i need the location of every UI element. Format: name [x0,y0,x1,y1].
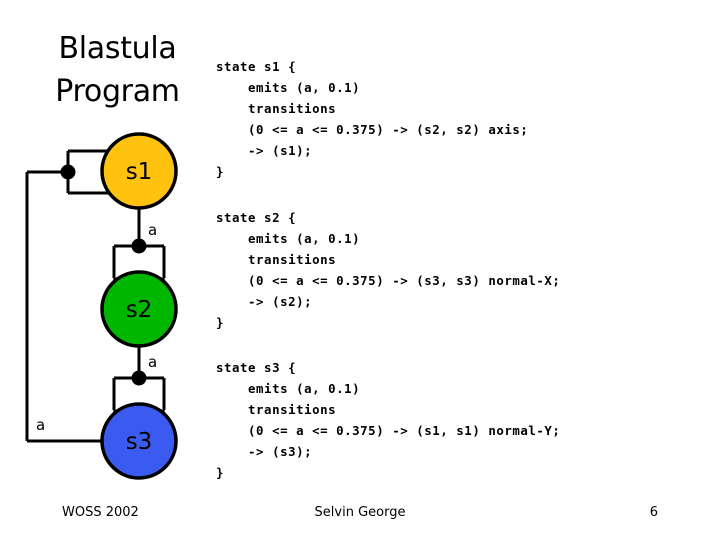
state-machine-diagram: a s1 [0,120,210,490]
junction-dot-s1-s2 [131,238,147,254]
slide-footer: WOSS 2002 Selvin George 6 [0,505,720,529]
footer-author: Selvin George [314,505,406,520]
footer-conference: WOSS 2002 [62,505,139,520]
edge-label-a-s1-s2: a [148,221,157,239]
code-block-state-s3: state s3 { emits (a, 0.1) transitions (0… [216,360,561,481]
junction-dot-s2-s3 [131,370,147,386]
state-node-s3-label: s3 [126,429,153,455]
code-block-state-s1: state s1 { emits (a, 0.1) transitions (0… [216,59,529,180]
state-node-s1-label: s1 [126,159,153,185]
code-block-state-s2: state s2 { emits (a, 0.1) transitions (0… [216,210,561,331]
edge-label-a-s2-s3: a [148,353,157,371]
footer-page-number: 6 [649,505,658,520]
edge-s3-to-s1 [25,170,102,443]
page-title: Blastula Program [55,31,180,109]
edge-label-a-s3-s1: a [36,416,45,434]
state-node-s2-label: s2 [126,297,153,323]
state-node-s3[interactable] [100,402,178,480]
junction-dot-s1 [60,164,76,180]
